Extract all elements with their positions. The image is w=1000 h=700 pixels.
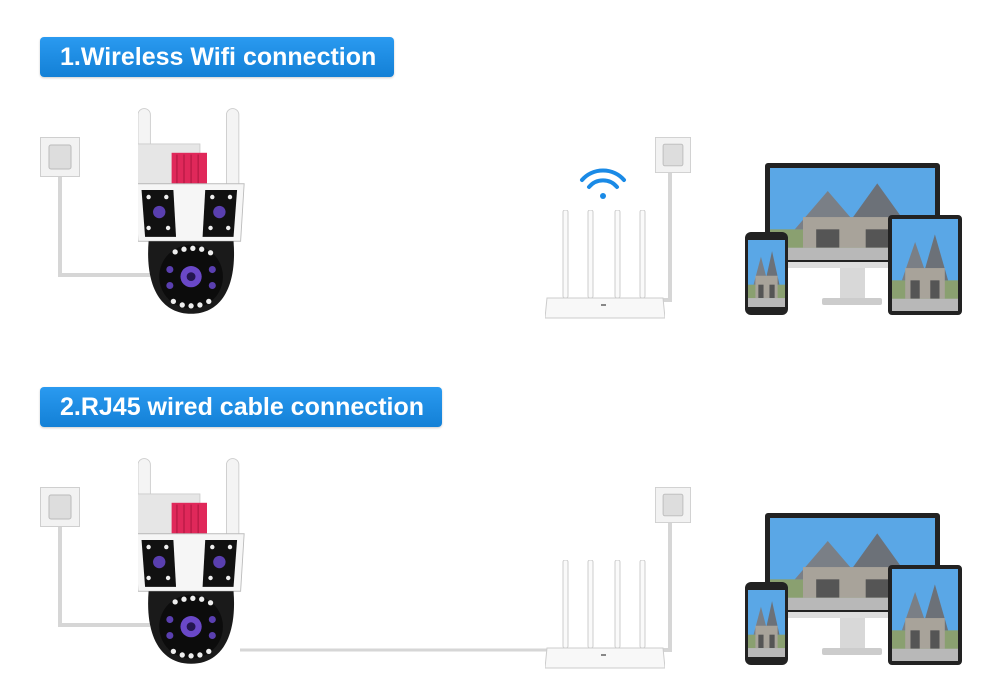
camera-icon <box>138 457 245 665</box>
power-cable <box>58 177 150 277</box>
router-icon <box>545 560 665 669</box>
power-outlet-icon <box>655 137 691 173</box>
section-2-title: 2.RJ45 wired cable connection <box>40 387 443 427</box>
wifi-icon <box>580 168 626 199</box>
power-outlet-icon <box>40 487 80 527</box>
section-2-diagram <box>40 457 962 669</box>
power-cable <box>662 170 672 302</box>
power-outlet-icon <box>40 137 80 177</box>
router-icon <box>545 210 665 319</box>
camera-icon <box>138 107 245 315</box>
power-cable <box>58 527 150 627</box>
tablet-icon <box>888 215 962 315</box>
section-1-diagram <box>40 107 962 319</box>
tablet-icon <box>888 565 962 665</box>
power-cable <box>662 520 672 652</box>
section-1-title: 1.Wireless Wifi connection <box>40 37 395 77</box>
phone-icon <box>745 232 788 315</box>
power-outlet-icon <box>655 487 691 523</box>
phone-icon <box>745 582 788 665</box>
